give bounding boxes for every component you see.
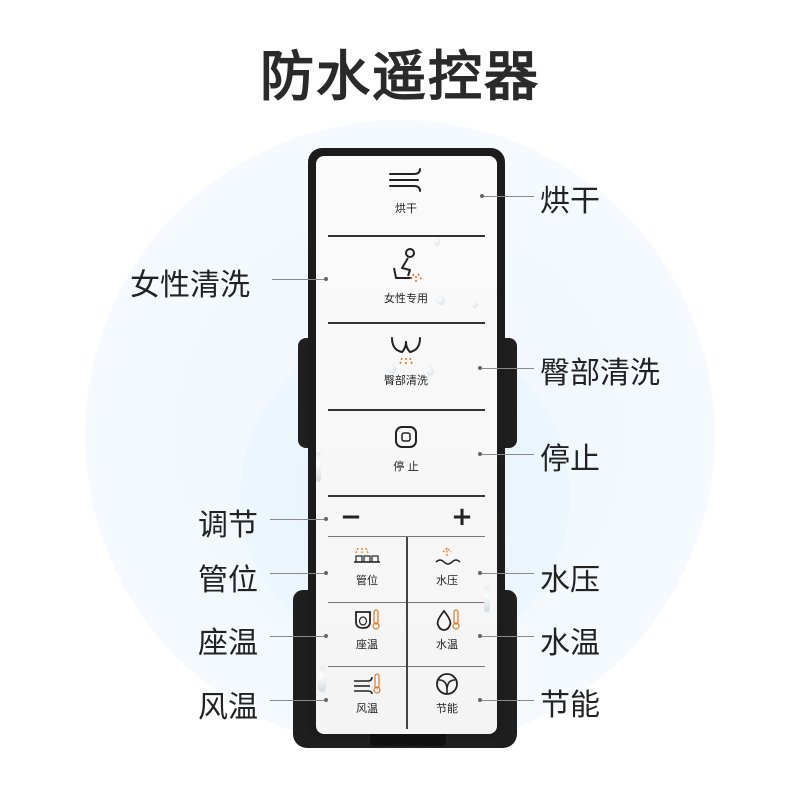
divider: [328, 322, 485, 324]
water-temperature-icon: [436, 609, 460, 631]
callout-adjust: 调节: [198, 508, 258, 543]
callout-dot: [324, 277, 328, 281]
callout-dot: [324, 634, 328, 638]
callout-dot: [478, 452, 482, 456]
hip-wash-button[interactable]: 臀部清洗: [351, 334, 461, 404]
water-pressure-label: 水压: [436, 574, 458, 587]
plus-button[interactable]: +: [451, 502, 473, 532]
callout-dot: [324, 571, 328, 575]
water-droplet: [471, 301, 478, 308]
seat-temperature-label: 座温: [356, 638, 378, 651]
divider: [328, 495, 485, 497]
callout-nozzle-position: 管位: [198, 563, 258, 598]
divider: [328, 409, 485, 411]
eco-button[interactable]: 节能: [408, 672, 486, 728]
callout-water-temperature: 水温: [540, 626, 600, 661]
callout-hip-wash: 臀部清洗: [540, 356, 660, 391]
callout-line: [482, 636, 534, 638]
female-wash-button[interactable]: 女性专用: [351, 246, 461, 316]
water-droplet: [484, 586, 490, 612]
air-temperature-label: 风温: [356, 702, 378, 715]
hip-wash-label: 臀部清洗: [384, 374, 428, 387]
callout-line: [270, 519, 324, 521]
callout-dot: [480, 194, 484, 198]
callout-dot: [478, 634, 482, 638]
female-wash-icon: [393, 248, 423, 283]
seat-temperature-icon: [355, 609, 380, 630]
callout-line: [270, 573, 324, 575]
water-droplet: [434, 238, 440, 246]
water-droplet: [316, 452, 321, 482]
callout-dot: [324, 517, 328, 521]
air-temperature-icon: [354, 673, 381, 695]
stop-icon: [395, 426, 417, 448]
callout-air-temperature: 风温: [198, 690, 258, 725]
callout-dot: [478, 366, 482, 370]
dry-button[interactable]: 烘干: [356, 166, 456, 232]
stop-label: 停 止: [393, 460, 419, 473]
water-pressure-button[interactable]: 水压: [408, 544, 486, 600]
callout-line: [484, 196, 534, 198]
air-temperature-button[interactable]: 风温: [328, 672, 406, 728]
eco-label: 节能: [436, 702, 458, 715]
seat-temperature-button[interactable]: 座温: [328, 608, 406, 664]
female-wash-label: 女性专用: [384, 292, 428, 305]
callout-line: [482, 368, 534, 370]
eco-leaf-icon: [436, 673, 458, 695]
callout-dot: [324, 698, 328, 702]
hip-wash-icon: [391, 337, 421, 365]
callout-dot: [478, 571, 482, 575]
callout-line: [270, 636, 324, 638]
water-droplet: [426, 366, 434, 376]
divider: [328, 235, 485, 237]
water-droplet: [318, 666, 326, 692]
dry-label: 烘干: [395, 202, 417, 215]
water-droplet: [388, 364, 396, 374]
water-droplet: [436, 296, 445, 305]
callout-female-wash: 女性清洗: [130, 268, 250, 303]
divider: [328, 536, 485, 537]
vertical-divider: [406, 537, 408, 729]
callout-stop: 停止: [540, 442, 600, 477]
remote-face: 烘干 女性专用 臀部清洗 停 止 − +: [316, 156, 497, 734]
water-pressure-icon: [435, 547, 461, 565]
nozzle-position-icon: [354, 547, 380, 563]
callout-eco: 节能: [540, 688, 600, 723]
callout-seat-temperature: 座温: [198, 626, 258, 661]
callout-dry: 烘干: [540, 184, 600, 219]
callout-line: [272, 279, 324, 281]
airflow-icon: [389, 168, 421, 192]
stop-button[interactable]: 停 止: [356, 424, 456, 484]
callout-line: [482, 454, 534, 456]
callout-water-pressure: 水压: [540, 563, 600, 598]
water-temperature-label: 水温: [436, 638, 458, 651]
minus-button[interactable]: −: [340, 502, 362, 532]
water-temperature-button[interactable]: 水温: [408, 608, 486, 664]
callout-line: [482, 700, 534, 702]
nozzle-position-button[interactable]: 管位: [328, 544, 406, 600]
callout-line: [482, 573, 534, 575]
callout-dot: [478, 698, 482, 702]
callout-line: [270, 700, 324, 702]
page-title: 防水遥控器: [260, 45, 540, 108]
nozzle-position-label: 管位: [356, 574, 378, 587]
holder-tab: [370, 730, 446, 746]
